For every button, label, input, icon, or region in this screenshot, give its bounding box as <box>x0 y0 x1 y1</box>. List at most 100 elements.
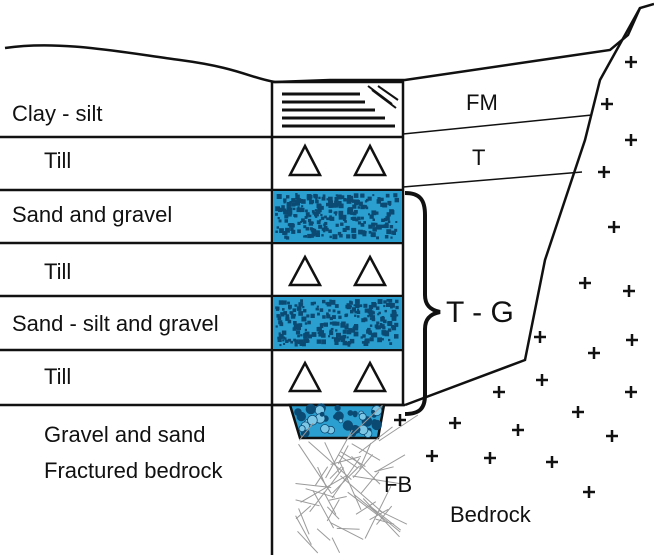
gravel-dot <box>325 302 329 305</box>
gravel-dot <box>369 337 374 342</box>
gravel-dot <box>326 301 332 307</box>
gravel-dot <box>283 342 286 345</box>
gravel-dot <box>349 301 353 305</box>
gravel-dot <box>324 215 327 219</box>
gravel-dot <box>322 194 326 198</box>
gravel-dot <box>285 339 289 343</box>
gravel-dot <box>371 317 376 322</box>
gravel-dot <box>326 202 330 207</box>
gravel-dot <box>382 202 388 208</box>
gravel-dot <box>278 219 282 223</box>
gravel-dot <box>300 334 303 337</box>
gravel-dot <box>328 229 332 233</box>
gravel-dot <box>337 201 342 205</box>
gravel-dot <box>329 321 333 325</box>
fracture-line <box>360 471 380 494</box>
gravel-dot <box>344 313 348 318</box>
gravel-dot <box>298 311 303 316</box>
gravel-dot <box>367 314 370 318</box>
gravel-dot <box>395 299 399 304</box>
gravel-dot <box>387 321 393 326</box>
gravel-dot <box>363 204 367 209</box>
gravel-dot <box>328 209 332 213</box>
fracture-line <box>298 508 310 535</box>
gravel-dot <box>284 214 289 219</box>
gravel-dot <box>296 198 302 204</box>
fracture-line <box>352 454 373 479</box>
gravel-dot <box>387 220 391 224</box>
gravel-dot <box>334 340 339 345</box>
fracture-line <box>345 404 383 441</box>
gravel-dot <box>350 199 354 203</box>
gravel-dot <box>286 195 290 199</box>
gravel-dot <box>342 340 347 346</box>
gravel-dot <box>394 322 399 327</box>
gravel-dot <box>331 203 337 208</box>
gravel-dot <box>326 314 331 319</box>
gravel-dot <box>334 211 338 214</box>
gravel-dot <box>301 205 304 208</box>
gravel-dot <box>303 309 307 313</box>
gravel-dot <box>363 221 366 224</box>
fractured-bedrock-lines <box>295 404 419 554</box>
gravel-pebble <box>320 424 330 434</box>
gravel-dot <box>376 199 382 204</box>
bedrock-plus <box>625 56 637 68</box>
bedrock-plus <box>625 134 637 146</box>
gravel-dot <box>360 204 365 210</box>
gravel-dot <box>315 232 320 237</box>
gravel-dot <box>389 342 393 345</box>
gravel-dot <box>351 307 356 312</box>
gravel-dot <box>387 200 392 205</box>
gravel-dot <box>319 308 324 312</box>
gravel-pebble <box>371 419 377 425</box>
gravel-dot <box>326 198 329 201</box>
fracture-line <box>312 489 335 529</box>
gravel-dot <box>308 214 312 218</box>
gravel-dot <box>377 337 382 343</box>
gravel-dot <box>322 229 326 233</box>
gravel-dot <box>291 198 296 203</box>
gravel-dot <box>377 197 381 201</box>
fracture-line <box>340 475 384 513</box>
gravel-dot <box>315 199 319 204</box>
gravel-dot <box>298 207 302 211</box>
bedrock-plus <box>426 450 438 462</box>
gravel-dot <box>380 316 385 322</box>
fracture-line <box>298 443 333 495</box>
fracture-line <box>326 506 340 520</box>
gravel-dot <box>276 314 280 318</box>
fracture-line <box>300 474 348 503</box>
gravel-dot <box>309 195 313 199</box>
gravel-dot <box>383 300 387 304</box>
gravel-dot <box>303 225 307 229</box>
gravel-dot <box>284 235 288 239</box>
gravel-dot <box>369 324 373 327</box>
gravel-dot <box>388 338 391 342</box>
gravel-dot <box>350 195 353 199</box>
gravel-dot <box>285 314 290 319</box>
gravel-dot <box>363 303 368 308</box>
gravel-dot <box>314 211 319 217</box>
fracture-line <box>323 491 337 515</box>
gravel-dot <box>294 343 298 347</box>
gravel-dot <box>295 200 300 206</box>
gravel-dot <box>337 231 342 236</box>
gravel-dot <box>297 206 300 209</box>
gravel-dot <box>275 230 278 233</box>
fracture-line <box>308 441 352 480</box>
gravel-dot <box>347 209 352 215</box>
gravel-dot <box>364 338 370 344</box>
gravel-dot <box>313 194 318 199</box>
gravel-dot <box>391 309 397 315</box>
gravel-dot <box>311 230 317 235</box>
gravel-dot <box>328 216 333 221</box>
gravel-dot <box>346 303 350 307</box>
bedrock-plus <box>493 386 505 398</box>
gravel-dot <box>310 228 315 232</box>
gravel-dot <box>329 235 332 239</box>
gravel-dot <box>364 200 368 203</box>
label-sand-gravel: Sand and gravel <box>12 202 172 227</box>
gravel-dot <box>322 315 326 319</box>
